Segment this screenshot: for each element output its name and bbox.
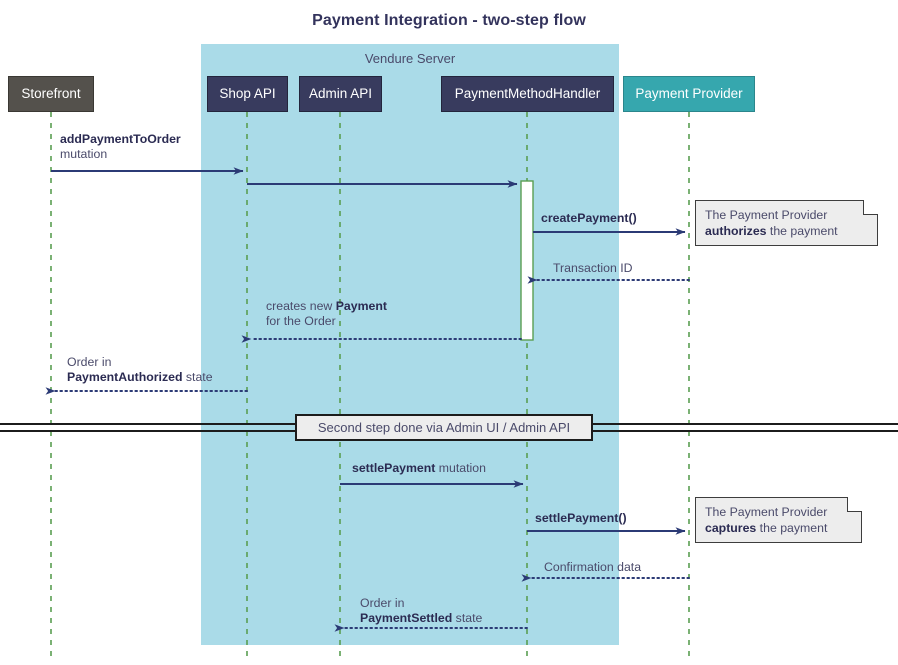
label-text-tail: state <box>182 370 213 384</box>
label-text-bold: PaymentSettled <box>360 611 453 625</box>
label-text-plain: mutation <box>435 461 486 475</box>
message-label-order-payment-authorized: Order in PaymentAuthorized state <box>67 355 213 385</box>
label-text-bold: PaymentAuthorized <box>67 370 183 384</box>
participant-admin-api[interactable]: Admin API <box>299 76 382 112</box>
note-fold-corner-icon <box>863 200 878 215</box>
message-label-confirmation-data: Confirmation data <box>544 560 641 575</box>
note-line-2-bold: authorizes <box>705 224 767 239</box>
activation-bar-payment-method-handler <box>520 180 534 341</box>
label-text-bold: settlePayment() <box>535 511 627 525</box>
note-line-2-tail: the payment <box>756 521 828 536</box>
group-box-vendure-server <box>201 44 619 645</box>
participant-payment-method-handler[interactable]: PaymentMethodHandler <box>441 76 614 112</box>
label-text-plain: Transaction ID <box>553 261 633 275</box>
label-text-plain: mutation <box>60 147 108 161</box>
message-label-order-payment-settled: Order in PaymentSettled state <box>360 596 482 626</box>
note-line-2-tail: the payment <box>766 224 838 239</box>
note-line-1: The Payment Provider <box>705 208 828 222</box>
page-title: Payment Integration - two-step flow <box>312 12 586 29</box>
note-authorizes: The Payment Provider authorizes the paym… <box>695 200 878 246</box>
note-captures: The Payment Provider captures the paymen… <box>695 497 862 543</box>
note-line-2-bold: captures <box>705 521 757 536</box>
label-text-bold: addPaymentToOrder <box>60 132 181 146</box>
note-fold-corner-icon <box>847 497 862 512</box>
message-label-creates-new-payment: creates new Payment for the Order <box>266 299 387 329</box>
message-label-settle-payment-mutation: settlePayment mutation <box>352 461 486 476</box>
participant-storefront[interactable]: Storefront <box>8 76 94 112</box>
label-text-bold: createPayment() <box>541 211 637 225</box>
label-text-tail: state <box>452 611 483 625</box>
message-label-add-payment-to-order: addPaymentToOrder mutation <box>60 132 181 162</box>
label-text-plain: Order in <box>360 596 405 610</box>
message-label-transaction-id: Transaction ID <box>553 261 633 276</box>
note-line-1: The Payment Provider <box>705 505 828 519</box>
label-text-bold: settlePayment <box>352 461 436 475</box>
label-text-plain-2: for the Order <box>266 314 336 328</box>
label-text-plain: creates new <box>266 299 336 313</box>
participant-shop-api[interactable]: Shop API <box>207 76 288 112</box>
label-text-plain: Order in <box>67 355 112 369</box>
label-text-bold: Payment <box>335 299 387 313</box>
participant-payment-provider[interactable]: Payment Provider <box>623 76 755 112</box>
message-label-create-payment: createPayment() <box>541 211 637 226</box>
label-text-plain: Confirmation data <box>544 560 642 574</box>
group-label-vendure-server: Vendure Server <box>364 51 456 66</box>
message-label-settle-payment-call: settlePayment() <box>535 511 627 526</box>
step-divider-label: Second step done via Admin UI / Admin AP… <box>295 414 593 441</box>
